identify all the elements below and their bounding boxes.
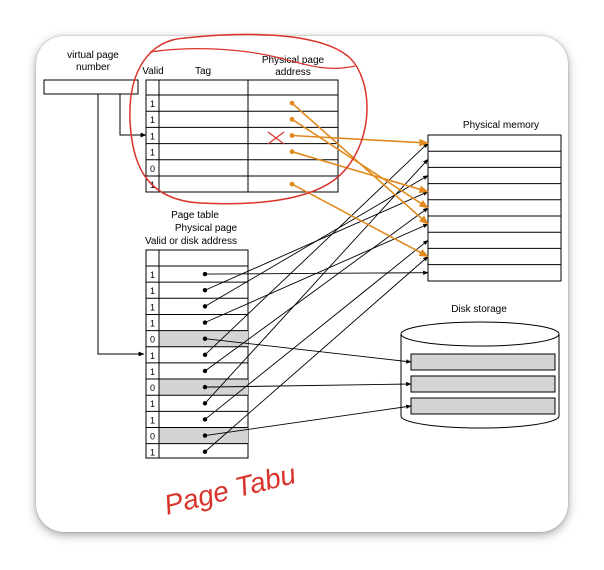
virtual-page-number-label-2: number — [76, 62, 111, 73]
annotation-cross — [267, 131, 285, 145]
page-table: 1 1 1 1 0 1 1 0 1 1 0 1 — [145, 249, 249, 459]
page-table-frame — [145, 249, 249, 459]
page-table-pointer-arrow — [204, 239, 429, 420]
page-table-pointer-arrows — [202, 142, 429, 454]
page-table-pointer-arrow — [204, 223, 429, 323]
physical-memory-label: Physical memory — [463, 120, 539, 131]
handwritten-page-table-note: Page Tabu — [161, 458, 299, 521]
physical-memory-frame — [427, 134, 562, 282]
page-table-title: Page table — [171, 210, 219, 221]
physical-memory-rows — [428, 150, 561, 266]
virtual-page-number-box — [43, 79, 139, 95]
tlb-physical-header-1: Physical page — [262, 55, 325, 66]
page-table-physical-header: Physical page — [175, 223, 238, 234]
tlb-valid-bit: 1 — [150, 131, 155, 141]
tlb-pointer-arrow — [291, 134, 429, 147]
page-table-pointer-arrow — [204, 404, 412, 437]
page-table-pointer-arrow — [204, 256, 429, 453]
tlb-pointer-arrow — [291, 150, 429, 193]
tlb-valid-bit: 0 — [150, 164, 155, 174]
annotation-stroke — [149, 48, 356, 69]
disk-storage — [400, 321, 560, 429]
annotation-circle — [129, 33, 368, 205]
page-table-pointer-arrow — [204, 381, 412, 388]
vpn-to-tlb-arrow — [119, 94, 147, 138]
tlb-pointer-arrow — [291, 183, 429, 258]
page-table-pointer-arrow — [204, 338, 412, 364]
virtual-page-number-label-1: virtual page — [67, 50, 119, 61]
page-table-pointer-arrow — [204, 207, 429, 372]
tlb-pointer-arrows — [289, 100, 429, 258]
page-table-valid-bit: 0 — [150, 383, 155, 393]
page-table-valid-bit: 1 — [150, 415, 155, 425]
tlb-valid-bit: 1 — [150, 115, 155, 125]
page-table-valid-bit: 1 — [150, 270, 155, 280]
page-table-pointer-arrow — [204, 142, 429, 356]
page-table-pointer-arrow — [204, 175, 429, 307]
disk-page-slot — [410, 397, 556, 415]
page-table-valid-bit: 1 — [150, 448, 155, 458]
page-table-valid-disk-header: Valid or disk address — [145, 236, 237, 247]
page-table-valid-bit: 1 — [150, 318, 155, 328]
page-table-valid-bit: 0 — [150, 335, 155, 345]
page-table-valid-bit: 1 — [150, 399, 155, 409]
disk-storage-label: Disk storage — [451, 304, 507, 315]
disk-page-slot — [410, 375, 556, 393]
page-table-valid-bit: 1 — [150, 286, 155, 296]
page-table-pointer-arrow — [204, 158, 429, 404]
tlb-valid-header: Valid — [142, 66, 164, 77]
disk-page-slot — [410, 353, 556, 371]
page-table-valid-bit: 1 — [150, 351, 155, 361]
tlb-pointer-arrow — [291, 118, 429, 209]
physical-memory — [427, 134, 562, 282]
tlb-valid-bit: 1 — [150, 99, 155, 109]
page-table-valid-bit: 1 — [150, 302, 155, 312]
tlb-tag-header: Tag — [195, 66, 211, 77]
page-table-valid-bit: 0 — [150, 432, 155, 442]
page-table-valid-bit: 1 — [150, 367, 155, 377]
tlb-physical-header-2: address — [275, 67, 311, 78]
vpn-to-page-table-arrow — [97, 94, 145, 357]
tlb-valid-bit: 1 — [150, 148, 155, 158]
disk-cylinder-top — [400, 321, 560, 347]
